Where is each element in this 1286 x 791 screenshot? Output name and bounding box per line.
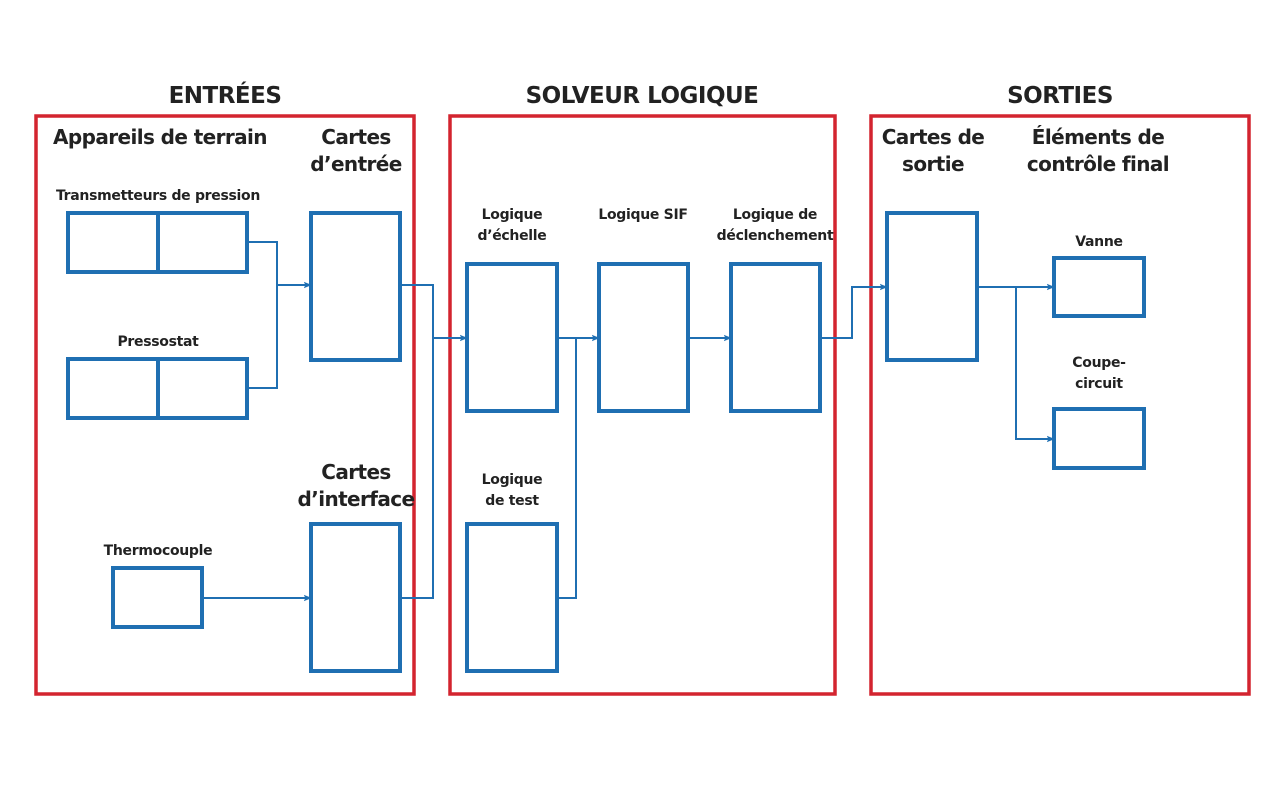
scale-logic-label-line2: d’échelle	[477, 228, 547, 244]
output-cards-title: Cartes de sortie	[870, 124, 996, 178]
trip-logic-label: Logique de déclenchement	[710, 205, 840, 247]
pressure-transmitters-label: Transmetteurs de pression	[55, 188, 261, 204]
input-cards-title-line2: d’entrée	[310, 152, 402, 176]
block-transmitter-2	[156, 211, 249, 274]
breaker-label: Coupe- circuit	[1049, 353, 1149, 395]
section-title-inputs: ENTRÉES	[168, 83, 282, 109]
section-frame-logic-solver	[448, 114, 837, 696]
scale-logic-label-line1: Logique	[481, 207, 543, 223]
valve-label: Vanne	[1075, 234, 1123, 250]
section-title-logic-solver: SOLVEUR LOGIQUE	[525, 83, 759, 109]
block-breaker	[1052, 407, 1146, 470]
arrow-to-output-cards	[820, 283, 888, 339]
final-elements-title: Éléments de contrôle final	[1020, 124, 1176, 178]
block-input-cards	[309, 211, 402, 362]
interface-cards-title-line2: d’interface	[297, 487, 415, 511]
test-logic-label-line2: de test	[485, 493, 539, 509]
breaker-label-line1: Coupe-	[1072, 355, 1126, 371]
section-title-outputs: SORTIES	[1007, 83, 1113, 109]
section-frame-inputs	[34, 114, 416, 696]
block-pressostat-1	[66, 357, 160, 420]
connector-pressostat	[247, 285, 278, 389]
test-logic-label: Logique de test	[452, 470, 572, 512]
interface-cards-title: Cartes d’interface	[290, 459, 422, 513]
block-output-cards	[885, 211, 979, 362]
pressostat-label: Pressostat	[117, 334, 199, 350]
sif-logic-label: Logique SIF	[598, 207, 688, 223]
block-valve	[1052, 256, 1146, 318]
connector-input-cards	[400, 284, 434, 599]
input-cards-title: Cartes d’entrée	[296, 124, 416, 178]
input-cards-title-line1: Cartes	[321, 125, 391, 149]
output-cards-title-line1: Cartes de	[881, 125, 985, 149]
block-test-logic	[465, 522, 559, 673]
trip-logic-label-line2: déclenchement	[716, 228, 834, 244]
final-elements-title-line1: Éléments de	[1031, 125, 1165, 149]
block-transmitter-1	[66, 211, 160, 274]
block-trip-logic	[729, 262, 822, 413]
block-sif-logic	[597, 262, 690, 413]
block-pressostat-2	[156, 357, 249, 420]
arrow-to-breaker	[1015, 287, 1055, 443]
field-devices-title: Appareils de terrain	[53, 125, 268, 149]
final-elements-title-line2: contrôle final	[1026, 152, 1170, 176]
thermocouple-label: Thermocouple	[103, 543, 213, 559]
breaker-label-line2: circuit	[1075, 376, 1123, 392]
connector-transmitters	[247, 241, 278, 285]
trip-logic-label-line1: Logique de	[732, 207, 818, 223]
interface-cards-title-line1: Cartes	[321, 460, 391, 484]
block-thermocouple	[111, 566, 204, 629]
connector-test-logic	[557, 338, 577, 599]
block-scale-logic	[465, 262, 559, 413]
test-logic-label-line1: Logique	[481, 472, 543, 488]
output-cards-title-line2: sortie	[902, 152, 964, 176]
section-frame-outputs	[869, 114, 1251, 696]
block-interface-cards	[309, 522, 402, 673]
scale-logic-label: Logique d’échelle	[452, 205, 572, 247]
